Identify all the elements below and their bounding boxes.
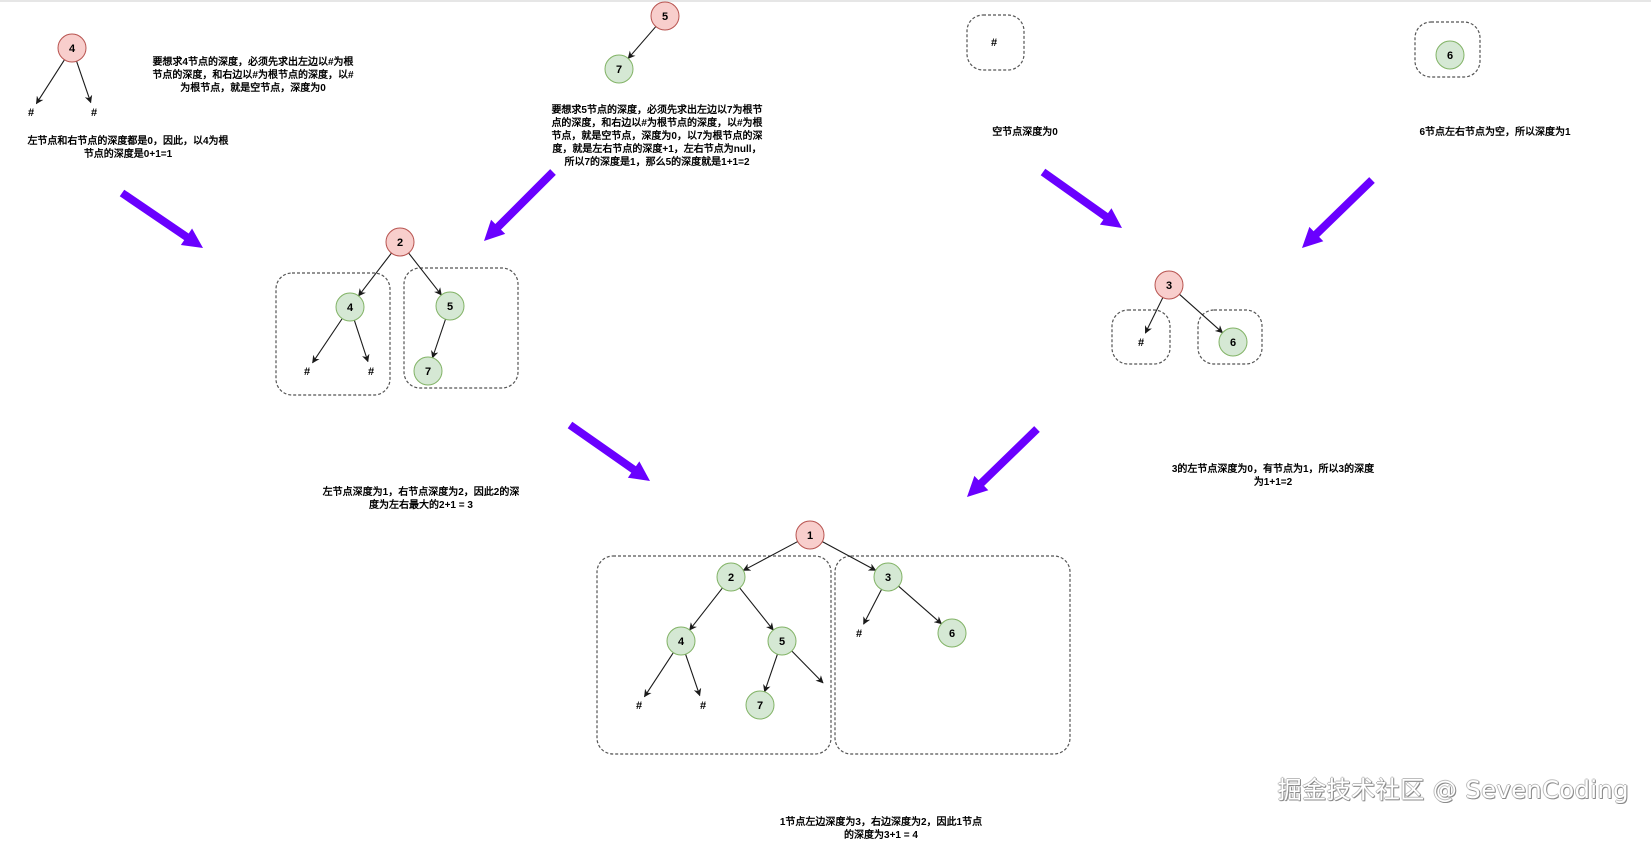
null-marker-p2-4: # [368, 366, 374, 378]
edge-p2-n2-n5 [408, 252, 442, 296]
node-label-p1-7: 7 [757, 700, 763, 712]
edge-p1-n2-n5 [739, 587, 774, 631]
edge-p2-n4-h1 [312, 318, 343, 364]
tree-node-p1-3 [873, 562, 903, 592]
tree-node-p3-3 [1154, 270, 1184, 300]
null-marker-p1-5: # [636, 700, 642, 712]
edge-p1-n3-h3 [863, 589, 883, 625]
edge-p1-n2-n4 [689, 587, 723, 631]
edge-p2-n4-h2 [353, 320, 370, 363]
caption-node4-answer: 左节点和右节点的深度都是0，因此，以4为根 节点的深度是0+1=1 [27, 136, 229, 160]
edge-p2-n2-n4 [358, 252, 392, 297]
tree-node-p3-6 [1218, 327, 1248, 357]
tree-node-p1-6 [937, 618, 967, 648]
node-label-p1-4: 5 [779, 636, 785, 648]
edge-p3-n3-h1 [1144, 297, 1164, 334]
edge-p1-n5-nul [791, 650, 824, 684]
edge-p1-n5-n7 [763, 654, 778, 693]
null-marker-p1-8: # [856, 628, 862, 640]
flow-arrow-2-to-1 [567, 421, 650, 481]
caption-node1: 1节点左边深度为3，右边深度为2，因此1节点 的深度为3+1 = 4 [779, 817, 983, 841]
group-node6 [1414, 21, 1481, 78]
group-right-subtree [834, 555, 1071, 755]
node-label-p1-3: 4 [678, 636, 685, 648]
null-marker-p4-2: # [91, 107, 97, 119]
group-left-subtree [596, 555, 832, 755]
group-subtree-5 [403, 267, 519, 389]
edge-p2-n5-n7 [431, 319, 447, 359]
caption-node6: 6节点左右节点为空，所以深度为1 [1419, 127, 1571, 138]
tree-node-p6-6 [1435, 40, 1465, 70]
null-marker-p3-1: # [1138, 337, 1144, 349]
caption-null: 空节点深度为0 [992, 127, 1058, 138]
edge-p3-n3-n6 [1179, 293, 1224, 334]
flow-arrow-5-to-2 [484, 169, 556, 241]
tree-node-p1-4 [666, 626, 696, 656]
node-label-p2-0: 2 [397, 237, 403, 249]
flow-arrow-4-to-2 [119, 189, 203, 248]
node-label-p2-5: 7 [425, 366, 431, 378]
tree-node-p1-5 [767, 626, 797, 656]
tree-node-p4-4 [57, 33, 87, 63]
edge-p1-n4-h1 [644, 652, 674, 698]
node-label-p1-0: 1 [807, 530, 813, 542]
tree-node-p2-5 [435, 291, 465, 321]
tree-node-p2-4 [335, 292, 365, 322]
node-label-p1-2: 3 [885, 572, 891, 584]
tree-node-p2-2 [385, 227, 415, 257]
group-node6-right [1197, 309, 1263, 365]
edge-p1-n3-n6 [898, 585, 943, 625]
node-label-p1-9: 6 [949, 628, 955, 640]
node-label-p6-0: 6 [1447, 50, 1453, 62]
node-label-p3-2: 6 [1230, 337, 1236, 349]
null-marker-pnull-0: # [991, 37, 997, 49]
edge-p1-n1-n3 [822, 541, 877, 571]
tree-node-p5-7 [604, 54, 634, 84]
group-null [966, 14, 1025, 71]
edge-p1-n1-n2 [742, 541, 798, 571]
caption-node3: 3的左节点深度为0，有节点为1，所以3的深度 为1+1=2 [1171, 464, 1375, 488]
tree-node-p1-7 [745, 690, 775, 720]
flow-arrow-3-to-1 [967, 426, 1040, 497]
node-label-p5-1: 7 [616, 64, 622, 76]
caption-node5: 要想求5节点的深度，必须先求出左边以7为根节 点的深度，和右边以#为根节点的深度… [551, 105, 763, 168]
node-label-p2-1: 4 [347, 302, 354, 314]
node-label-p2-2: 5 [447, 301, 453, 313]
caption-node4-question: 要想求4节点的深度，必须先求出左边以#为根 节点的深度，和右边以#为根节点的深度… [152, 57, 354, 94]
tree-node-p5-5 [650, 1, 680, 31]
top-border [0, 0, 1651, 2]
edge-p4-n4-h2 [76, 61, 93, 104]
node-label-p4-0: 4 [69, 43, 76, 55]
watermark: 掘金技术社区 @ SevenCoding [1277, 776, 1629, 804]
null-marker-p2-3: # [304, 366, 310, 378]
flow-arrow-6-to-3 [1302, 177, 1375, 248]
caption-node2: 左节点深度为1，右节点深度为2，因此2的深 度为左右最大的2+1 = 3 [322, 487, 520, 511]
flow-arrow-null-to-3 [1040, 168, 1122, 228]
node-label-p1-1: 2 [728, 572, 734, 584]
group-subtree-4 [275, 272, 391, 396]
edge-p4-n4-h1 [35, 59, 65, 105]
edge-p5-n5-n7 [627, 26, 657, 60]
group-null-left [1111, 309, 1171, 365]
null-marker-p4-1: # [28, 107, 34, 119]
tree-node-p1-1 [795, 520, 825, 550]
tree-node-p2-7 [413, 356, 443, 386]
tree-node-p1-2 [716, 562, 746, 592]
node-label-p3-0: 3 [1166, 280, 1172, 292]
null-marker-p1-6: # [700, 700, 706, 712]
edge-p1-n4-h2 [685, 654, 702, 697]
node-label-p5-0: 5 [662, 11, 668, 23]
